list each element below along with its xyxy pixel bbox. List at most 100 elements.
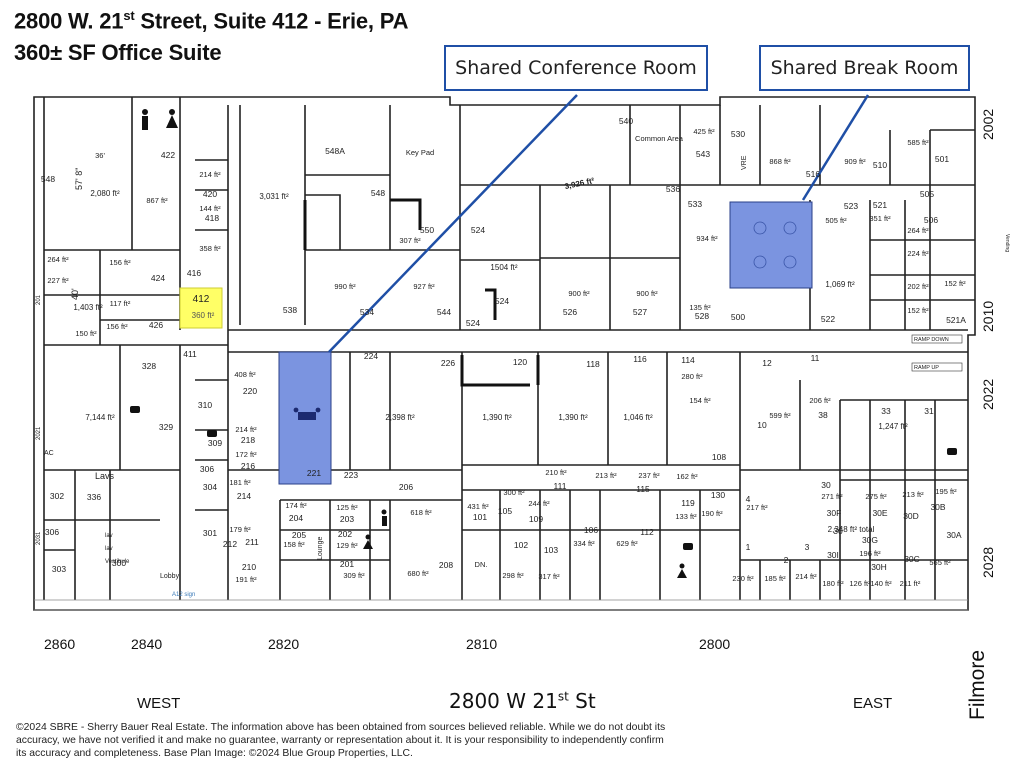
room-label-r3926: 3,926 ft² bbox=[564, 176, 596, 191]
room-label-r306b: 306 bbox=[45, 527, 59, 537]
room-label-r30f: 30F bbox=[827, 508, 842, 518]
a12-sign-label: A12 sign bbox=[172, 592, 195, 598]
room-label-r317: 317 ft² bbox=[538, 572, 560, 581]
room-label-r111: 111 bbox=[554, 481, 567, 491]
room-label-r105: 105 bbox=[498, 506, 512, 516]
room-label-r527: 527 bbox=[633, 307, 647, 317]
shared-conference-callout: Shared Conference Room bbox=[444, 45, 708, 91]
room-label-r868: 868 ft² bbox=[769, 157, 791, 166]
room-label-r271: 271 ft² bbox=[821, 492, 843, 501]
room-label-r524a: 524 bbox=[471, 225, 485, 235]
disclaimer: ©2024 SBRE - Sherry Bauer Real Estate. T… bbox=[16, 722, 666, 759]
room-label-r205: 205 bbox=[292, 530, 306, 540]
room-label-r213b: 213 ft² bbox=[902, 490, 924, 499]
room-label-r10: 10 bbox=[757, 420, 767, 430]
room-label-r206: 206 bbox=[399, 482, 413, 492]
room-label-r501: 501 bbox=[935, 154, 949, 164]
room-label-r129: 129 ft² bbox=[336, 541, 358, 550]
room-label-r1504: 1504 ft² bbox=[490, 263, 517, 272]
room-label-r522: 522 bbox=[821, 314, 835, 324]
suite-412-area: 360 ft² bbox=[192, 311, 215, 320]
room-label-r900b: 900 ft² bbox=[636, 289, 658, 298]
room-label-r534: 534 bbox=[360, 307, 374, 317]
street-number-2028: 2028 bbox=[980, 546, 996, 578]
room-label-r174: 174 ft² bbox=[285, 501, 307, 510]
room-label-r680: 680 ft² bbox=[407, 569, 429, 578]
room-label-r416: 416 bbox=[187, 268, 201, 278]
room-label-r217: 217 ft² bbox=[746, 503, 768, 512]
room-label-r424: 424 bbox=[151, 273, 165, 283]
room-label-r118: 118 bbox=[586, 359, 600, 369]
room-label-r336: 336 bbox=[87, 492, 101, 502]
room-label-r629: 629 ft² bbox=[616, 539, 638, 548]
room-label-r30a: 30A bbox=[946, 530, 961, 540]
room-label-r102: 102 bbox=[514, 540, 528, 550]
room-label-r307: 307 ft² bbox=[399, 236, 421, 245]
room-label-r300: 300 bbox=[112, 558, 126, 568]
street-number-2002: 2002 bbox=[980, 108, 996, 140]
vre-label: VRE bbox=[741, 155, 748, 170]
room-label-r2: 2 bbox=[784, 555, 789, 565]
room-label-r909: 909 ft² bbox=[844, 157, 866, 166]
room-label-r109: 109 bbox=[529, 514, 543, 524]
room-label-r172: 172 ft² bbox=[235, 450, 257, 459]
room-label-r7144: 7,144 ft² bbox=[85, 413, 115, 422]
room-label-r565: 565 ft² bbox=[929, 558, 951, 567]
room-label-r302: 302 bbox=[50, 491, 64, 501]
lav2-label: lav bbox=[105, 546, 113, 552]
ramp-down-label: RAMP DOWN bbox=[914, 337, 949, 343]
room-label-r524c: 524 bbox=[466, 318, 480, 328]
room-label-r108: 108 bbox=[712, 452, 726, 462]
room-label-r548b: 548A bbox=[325, 146, 345, 156]
room-label-r523: 523 bbox=[844, 201, 858, 211]
room-label-r130: 130 bbox=[711, 490, 725, 500]
suite-412-highlight[interactable] bbox=[179, 287, 223, 329]
room-label-r425: 425 ft² bbox=[693, 127, 715, 136]
room-label-r990: 990 ft² bbox=[334, 282, 356, 291]
room-label-r133: 133 ft² bbox=[675, 512, 697, 521]
room-label-r120: 120 bbox=[513, 357, 527, 367]
room-label-r112: 112 bbox=[640, 527, 654, 537]
room-label-r309: 309 bbox=[208, 438, 222, 448]
room-label-r224: 224 bbox=[364, 351, 378, 361]
room-label-r218: 218 bbox=[241, 435, 255, 445]
room-label-r33: 33 bbox=[881, 406, 891, 416]
break-leader-line bbox=[801, 94, 870, 201]
dim-40-label: 40' bbox=[70, 288, 80, 300]
page-subtitle: 360± SF Office Suite bbox=[14, 40, 222, 65]
room-label-rdn: DN. bbox=[475, 560, 488, 569]
room-label-r214: 214 ft² bbox=[199, 170, 221, 179]
street-number-2820: 2820 bbox=[268, 636, 300, 652]
room-label-r214b: 214 ft² bbox=[235, 425, 257, 434]
room-label-r550: 550 bbox=[420, 225, 434, 235]
shared-break-callout: Shared Break Room bbox=[759, 45, 970, 91]
shared-break-room[interactable] bbox=[729, 201, 813, 289]
room-label-r202b: 202 ft² bbox=[907, 282, 929, 291]
street-number-2022: 2022 bbox=[980, 378, 996, 410]
room-label-r224b: 224 ft² bbox=[907, 249, 929, 258]
room-label-r30e: 30E bbox=[872, 508, 887, 518]
room-label-r1046: 1,046 ft² bbox=[623, 413, 653, 422]
room-label-r505: 505 bbox=[920, 189, 934, 199]
ramp-down-box bbox=[911, 334, 963, 344]
room-label-r1390a: 1,390 ft² bbox=[482, 413, 512, 422]
room-label-r179: 179 ft² bbox=[229, 525, 251, 534]
room-label-r214d: 214 ft² bbox=[795, 572, 817, 581]
room-label-r30g: 30G bbox=[862, 535, 878, 545]
room-label-r244: 244 ft² bbox=[528, 499, 550, 508]
room-label-r544: 544 bbox=[437, 307, 451, 317]
restroom-icon bbox=[142, 109, 687, 578]
room-label-r206b: 206 ft² bbox=[809, 396, 831, 405]
room-label-r212: 212 bbox=[223, 539, 237, 549]
side-labels: RAMP DOWN RAMP UP Vending Lavs lav lav V… bbox=[36, 155, 1010, 598]
room-label-r418: 418 bbox=[205, 213, 219, 223]
main-street-label: 2800 W 21st St bbox=[449, 689, 596, 713]
room-label-r30b: 30B bbox=[930, 502, 945, 512]
dim-57-label: 57' 8" bbox=[74, 168, 84, 190]
room-label-r125: 125 ft² bbox=[336, 503, 358, 512]
room-label-r420: 420 bbox=[203, 189, 217, 199]
room-label-r280: 280 ft² bbox=[681, 372, 703, 381]
room-label-r301: 301 bbox=[203, 528, 217, 538]
room-label-r210b: 210 ft² bbox=[545, 468, 567, 477]
room-label-r117: 117 ft² bbox=[110, 299, 131, 308]
